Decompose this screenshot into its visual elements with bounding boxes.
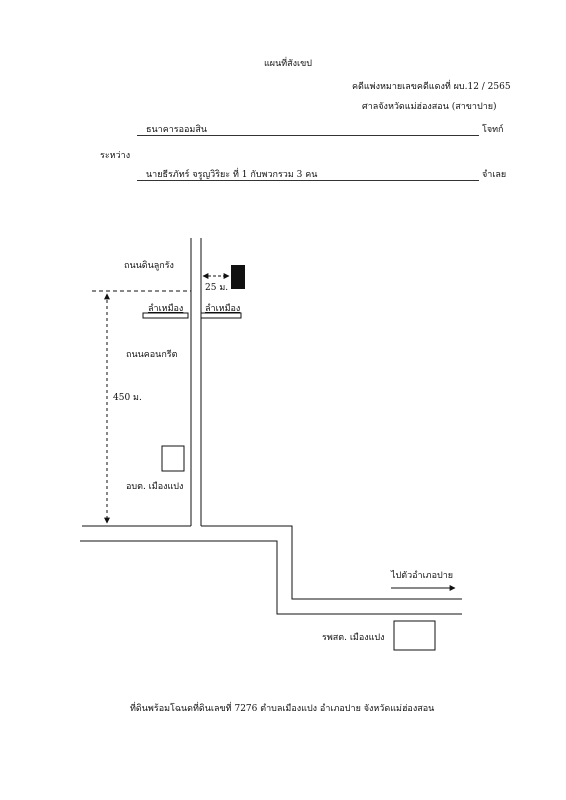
to-district-label: ไปตัวอำเภอปาย xyxy=(390,570,453,581)
dirt-road-label: ถนนดินลูกรัง xyxy=(124,260,174,271)
sao-office-building xyxy=(161,445,185,472)
case-number: คดีแพ่งหมายเลขคดีแดงที่ ผบ.12 / 2565 xyxy=(352,82,511,92)
defendant-name: นายธีรภัทร์ จรูญวิริยะ ที่ 1 กับพวกรวม 3… xyxy=(146,170,318,180)
plaintiff-underline xyxy=(137,135,479,136)
distance-450-label: 450 ม. xyxy=(113,393,142,403)
defendant-role: จำเลย xyxy=(482,170,507,180)
page-title: แผนที่สังเขป xyxy=(264,59,312,69)
distance-25-label: 25 ม. xyxy=(205,283,228,293)
main-road-bottom xyxy=(80,540,462,615)
plaintiff-name: ธนาคารออมสิน xyxy=(146,125,207,135)
sao-office-label: อบต. เมืองแปง xyxy=(126,481,183,492)
main-road-top-right xyxy=(201,525,462,600)
ditch-left-box xyxy=(142,312,189,319)
between-label: ระหว่าง xyxy=(100,151,131,161)
ditch-left-label: ลำเหมือง xyxy=(148,303,183,314)
hospital-label: รพสต. เมืองแปง xyxy=(322,632,385,643)
ditch-right-label: ลำเหมือง xyxy=(205,303,240,314)
plaintiff-role: โจทก์ xyxy=(482,125,504,135)
hospital-building xyxy=(393,620,436,651)
land-parcel-marker xyxy=(231,265,245,289)
defendant-underline xyxy=(137,180,479,181)
court-name: ศาลจังหวัดแม่ฮ่องสอน (สาขาปาย) xyxy=(362,102,497,112)
ditch-right-box xyxy=(200,312,242,319)
parcel-caption: ที่ดินพร้อมโฉนดที่ดินเลขที่ 7276 ตำบลเมื… xyxy=(130,704,435,714)
concrete-road-label: ถนนคอนกรีต xyxy=(126,349,178,360)
